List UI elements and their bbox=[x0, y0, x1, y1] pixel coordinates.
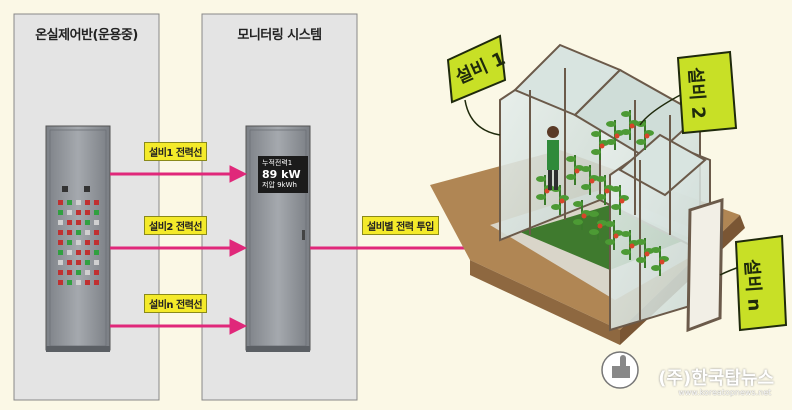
monitor-display-line3: 저압 9kWh bbox=[262, 181, 297, 189]
control-panel-title: 온실제어반(운용중) bbox=[35, 28, 138, 43]
monitor-display-line1: 누적전력1 bbox=[262, 159, 293, 167]
monitor-panel-title: 모니터링 시스템 bbox=[237, 28, 322, 43]
power-output-tag: 설비별 전력 투입 bbox=[362, 216, 439, 235]
control-cabinet bbox=[45, 125, 111, 352]
watermark: (주)한국탑뉴스 www.koreatopnews.net bbox=[658, 364, 774, 397]
watermark-brand: (주)한국탑뉴스 bbox=[658, 368, 774, 389]
equipment-label-2: 설비 2 bbox=[684, 66, 709, 120]
watermark-logo-icon bbox=[601, 351, 639, 389]
greenhouse-illustration bbox=[430, 43, 745, 345]
power-line-arrows bbox=[110, 165, 500, 335]
equipment-label-n: 설비 n bbox=[740, 258, 765, 312]
monitor-display-line2: 89 kW bbox=[262, 168, 301, 181]
power-line-tag-2: 설비2 전력선 bbox=[144, 216, 207, 235]
power-line-tag-1: 설비1 전력선 bbox=[144, 142, 207, 161]
monitor-display: 누적전력1 89 kW 저압 9kWh bbox=[258, 156, 308, 193]
watermark-url: www.koreatopnews.net bbox=[678, 388, 772, 397]
equipment-tags bbox=[446, 34, 788, 332]
power-line-tag-n: 설비n 전력선 bbox=[144, 294, 208, 313]
